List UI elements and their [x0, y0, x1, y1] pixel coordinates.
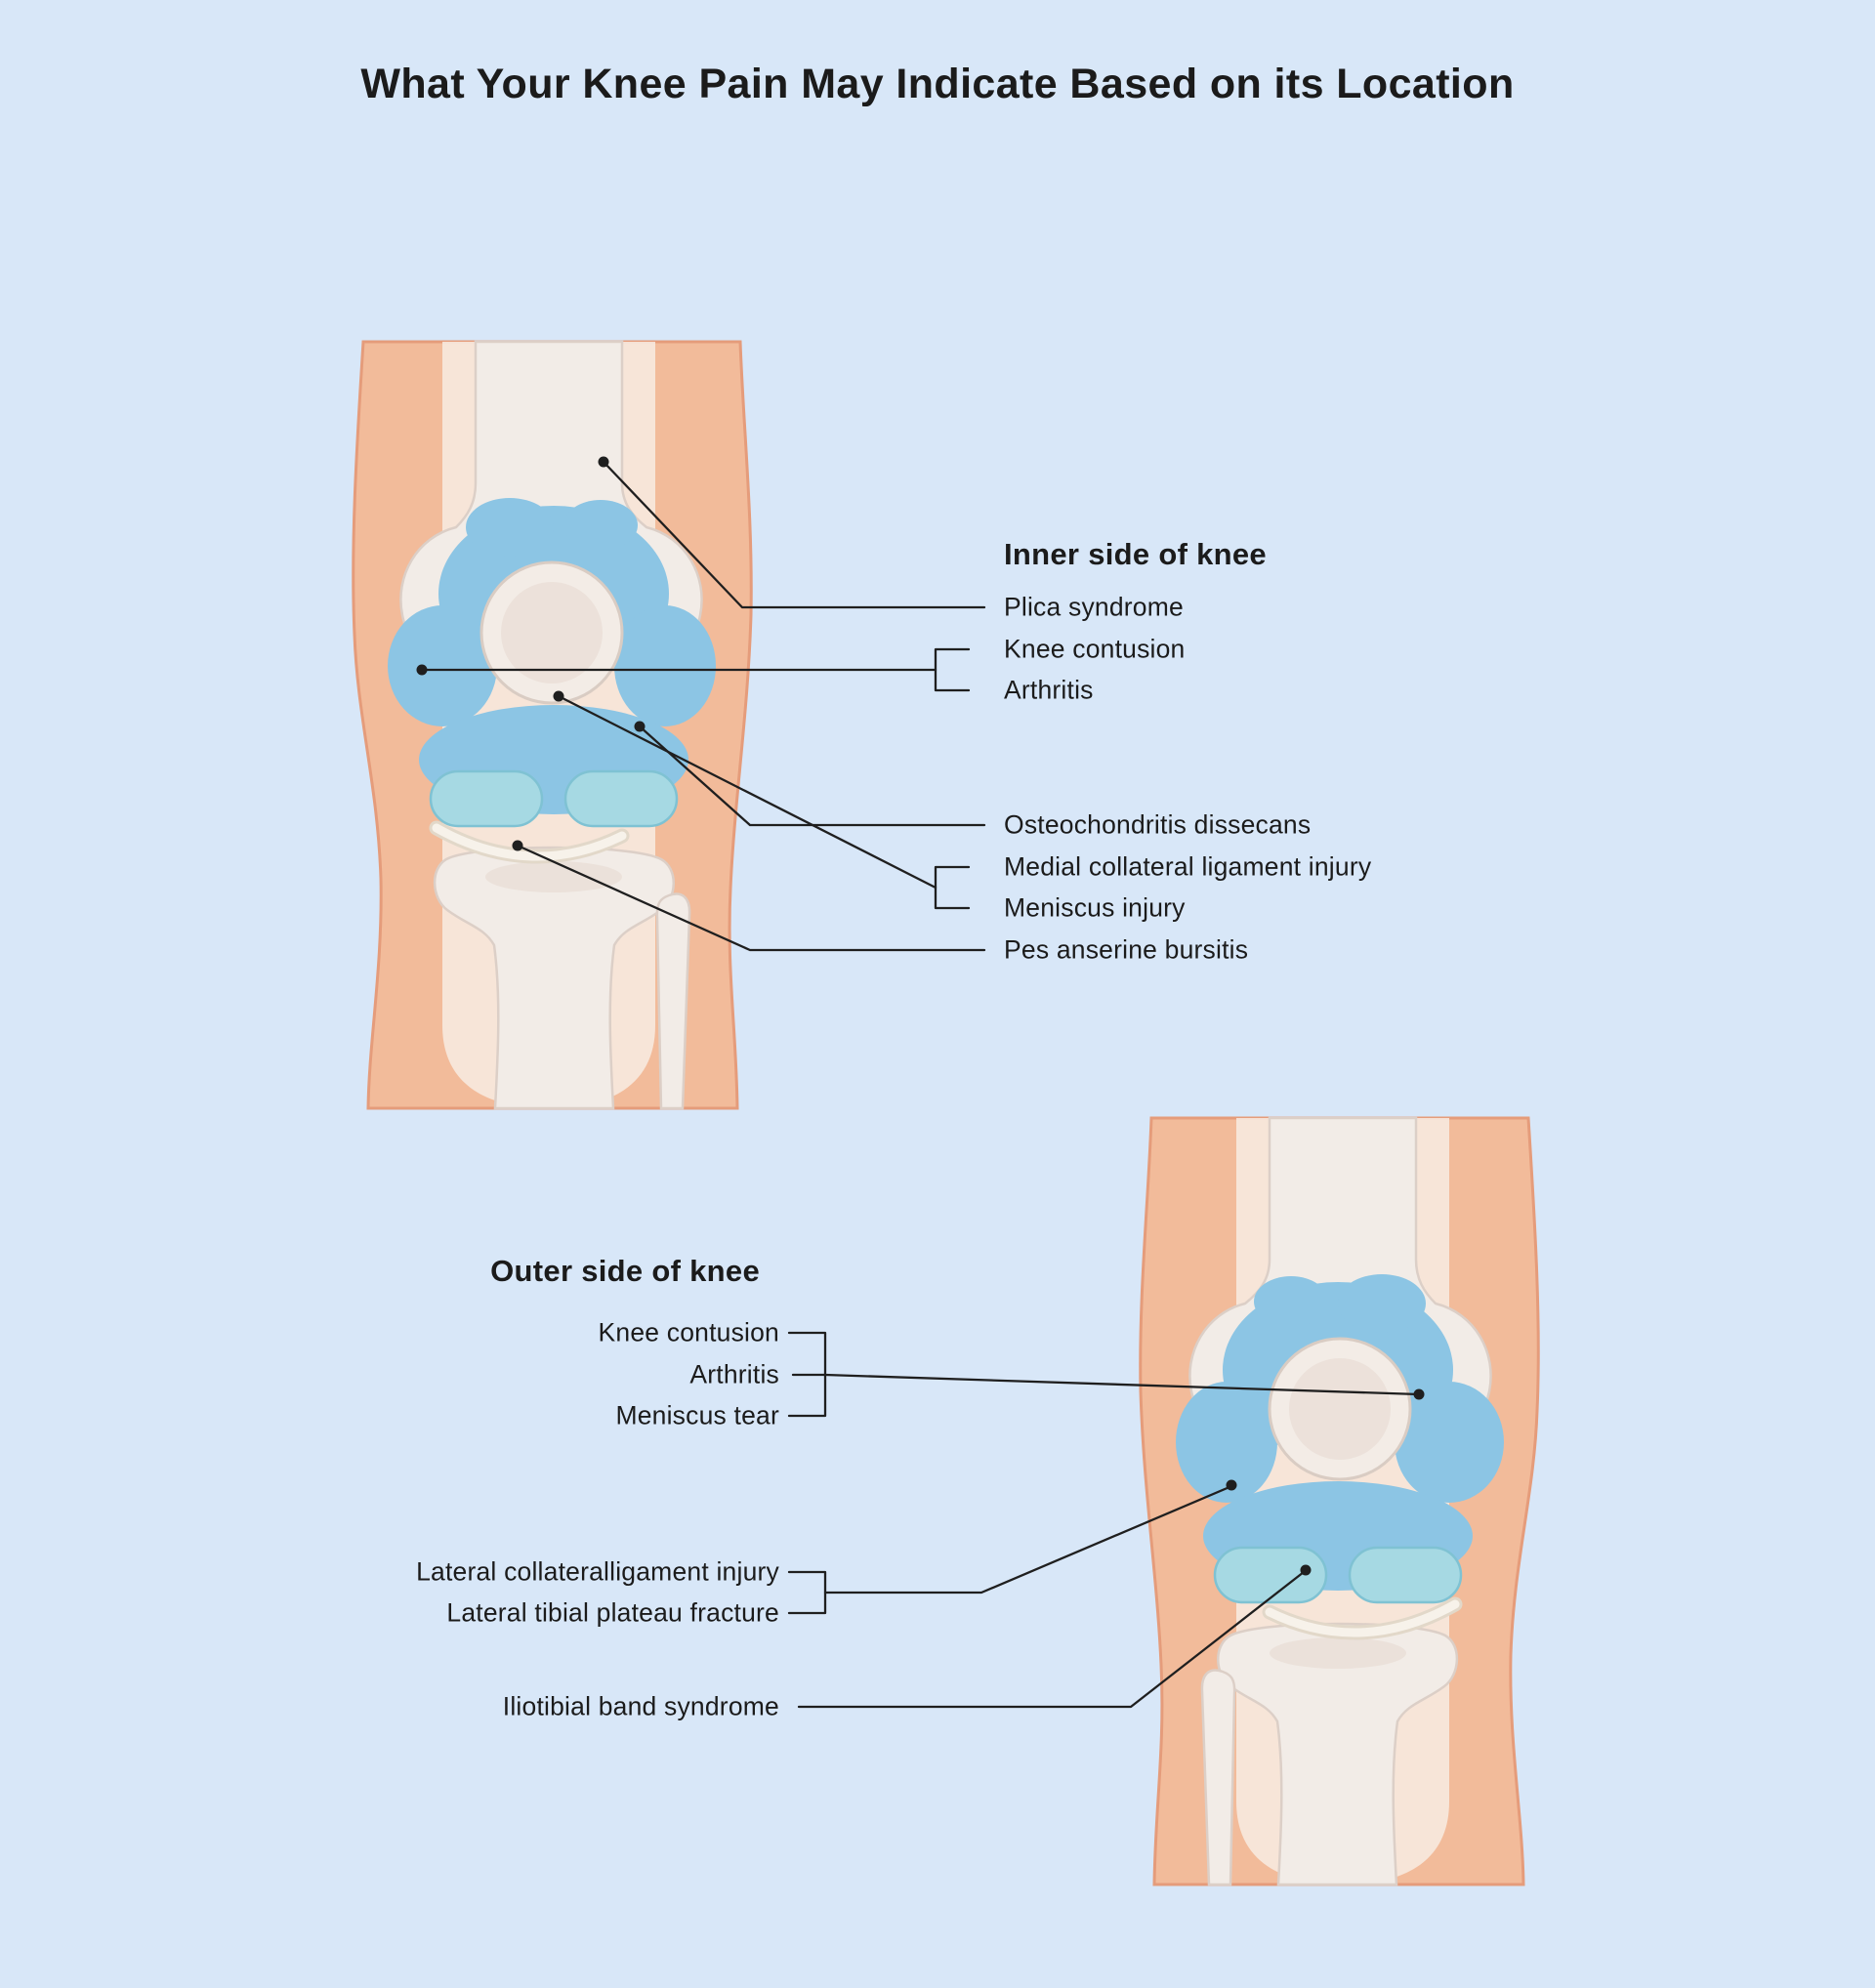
infographic-title: What Your Knee Pain May Indicate Based o… [360, 61, 1515, 107]
outer-side-heading: Outer side of knee [490, 1254, 760, 1288]
anchor-dots [416, 456, 1425, 1576]
lower-knee-illustration [1141, 1118, 1539, 1884]
label-lateral-collateral-ligament-injury: Lateral collateralligament injury [416, 1556, 779, 1587]
inner-connector-lines [420, 460, 986, 952]
label-knee-contusion-outer: Knee contusion [598, 1317, 779, 1347]
label-arthritis-inner: Arthritis [1004, 675, 1094, 705]
label-knee-contusion-inner: Knee contusion [1004, 634, 1186, 664]
outer-connector-lines [787, 1331, 1421, 1709]
label-pes-anserine-bursitis: Pes anserine bursitis [1004, 934, 1249, 965]
upper-knee-illustration [354, 342, 752, 1108]
label-arthritis-outer: Arthritis [689, 1359, 779, 1389]
label-meniscus-tear: Meniscus tear [615, 1400, 779, 1430]
inner-side-heading: Inner side of knee [1004, 537, 1267, 571]
label-osteochondritis-dissecans: Osteochondritis dissecans [1004, 809, 1312, 840]
label-plica-syndrome: Plica syndrome [1004, 592, 1184, 622]
label-lateral-tibial-plateau-fracture: Lateral tibial plateau fracture [446, 1597, 779, 1628]
label-iliotibial-band-syndrome: Iliotibial band syndrome [502, 1691, 779, 1721]
label-medial-collateral-ligament-injury: Medial collateral ligament injury [1004, 851, 1372, 882]
label-meniscus-injury: Meniscus injury [1004, 892, 1186, 923]
